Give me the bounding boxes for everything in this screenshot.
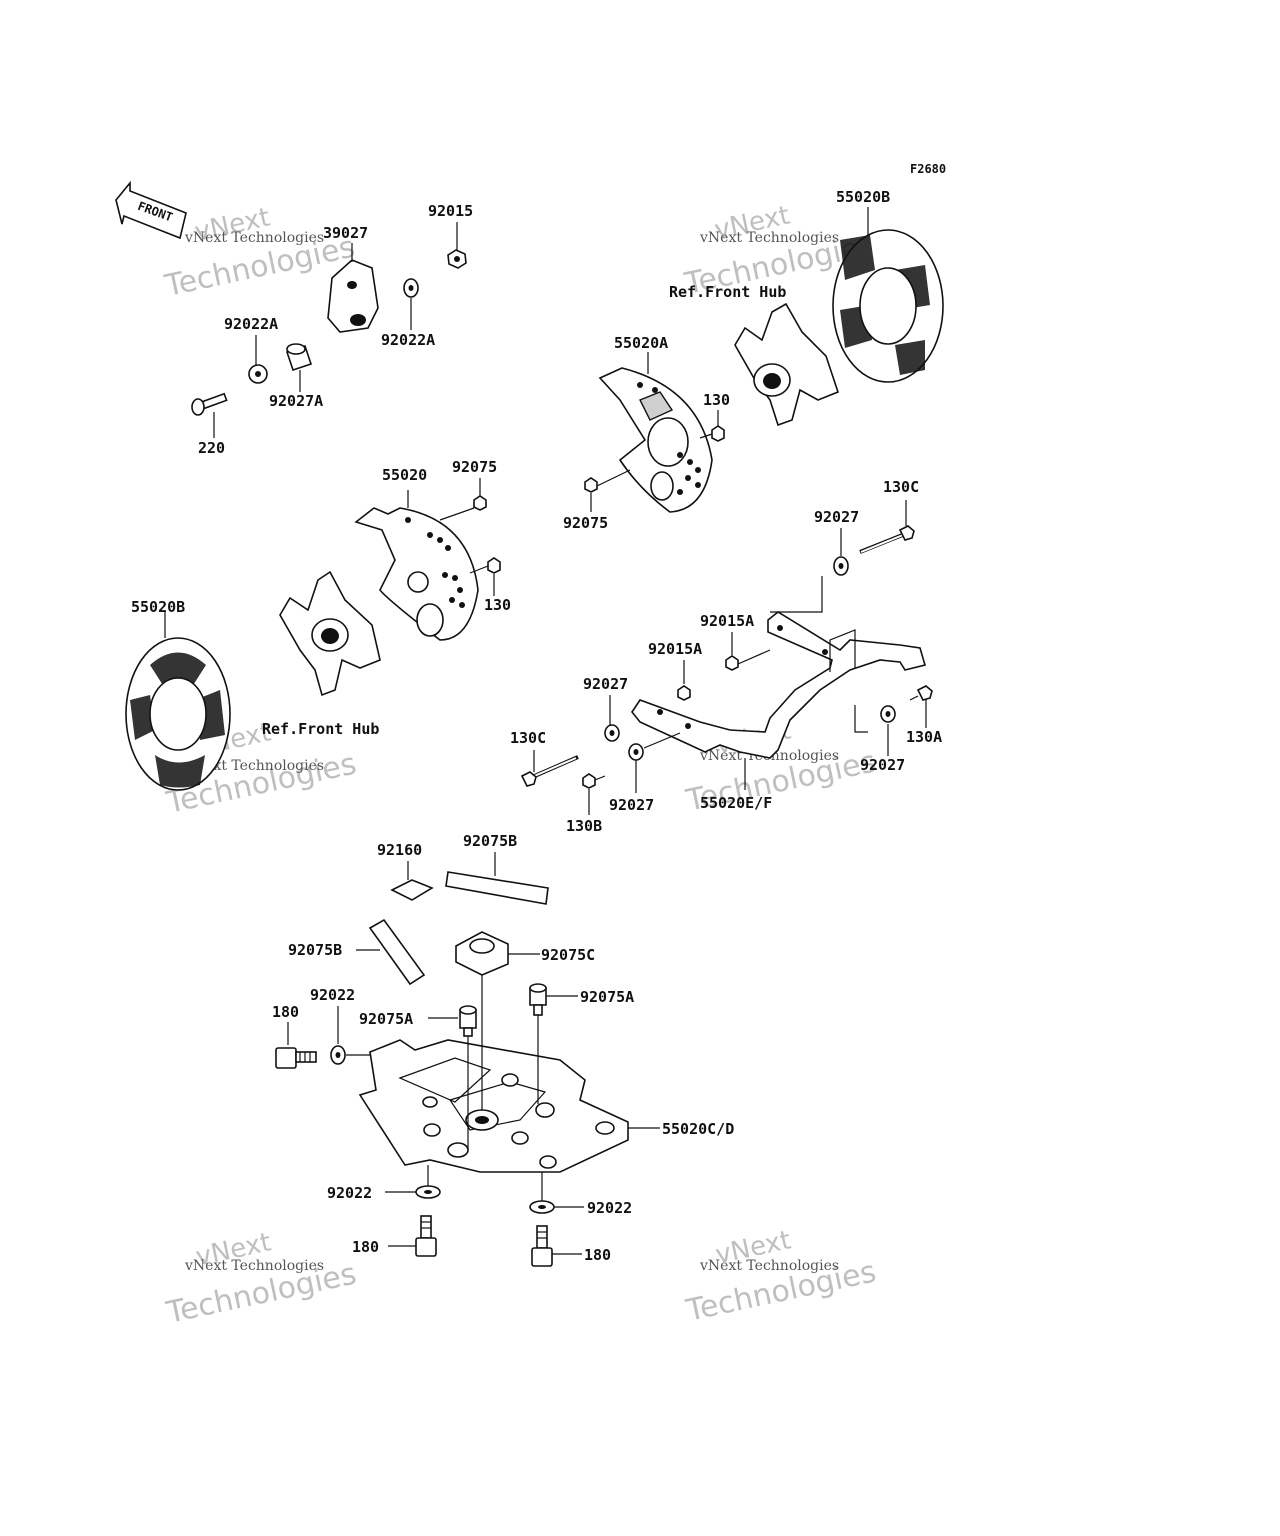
part-55020A-disc-guard [598,367,713,513]
label-55020A: 55020A [614,334,668,352]
watermark-caption: vNext Technologies [184,1258,324,1274]
watermark-caption: vNext Technologies [699,1258,839,1274]
label-130A: 130A [906,728,942,746]
label-92015A-2: 92015A [648,640,702,658]
part-92075B-strip-left [368,918,426,986]
part-92075C-block [455,931,509,976]
label-92027A: 92027A [269,392,323,410]
part-55020CD-skid-plate [358,1039,629,1173]
part-130-bolt-right [699,425,725,442]
part-92027-washer-right [880,705,896,723]
label-92075-right: 92075 [563,514,608,532]
label-130C-top: 130C [883,478,919,496]
part-92027-washer-top [833,556,849,576]
part-92075A-collar-left [459,1005,477,1037]
part-92027-washer-left [604,724,620,742]
part-92022A-washer-right [403,278,419,298]
label-ref-hub-right: Ref.Front Hub [669,283,786,301]
label-92075B-top: 92075B [463,832,517,850]
part-92075-nut-right [584,469,631,493]
part-39027-bracket [327,259,379,333]
part-220-screw [191,392,228,416]
part-92015-nut [447,249,467,269]
label-92027-right: 92027 [860,756,905,774]
label-92027-bottom: 92027 [609,796,654,814]
part-92027-washer-bottom [628,743,644,761]
part-55020-disc-guard [354,507,479,641]
figure-code: F2680 [910,162,946,176]
label-55020EF: 55020E/F [700,794,772,812]
label-180-top: 180 [272,1003,299,1021]
label-55020: 55020 [382,466,427,484]
part-92022-washer-bottom-left [415,1185,441,1199]
label-55020CD: 55020C/D [662,1120,734,1138]
label-220: 220 [198,439,225,457]
part-130C-bolt-top [859,525,915,554]
part-130B-bolt [582,773,606,789]
label-130C-left: 130C [510,729,546,747]
part-92075A-collar-right [529,983,547,1016]
part-92027A-collar [285,343,313,372]
label-92075-mid: 92075 [452,458,497,476]
part-55020EF-bumper [631,611,927,759]
label-92022A-left: 92022A [224,315,278,333]
watermark-caption: vNext Technologies [184,230,324,246]
label-92027-left: 92027 [583,675,628,693]
part-180-bolt-top [275,1047,317,1069]
part-92160-pad [390,879,434,901]
label-92015: 92015 [428,202,473,220]
part-92022-washer-top [330,1045,346,1065]
label-92075A-right: 92075A [580,988,634,1006]
part-92022A-washer-left [248,364,268,384]
part-92015A-nut-2 [677,685,691,701]
label-92075A-left: 92075A [359,1010,413,1028]
label-92022-br: 92022 [587,1199,632,1217]
label-130-right: 130 [703,391,730,409]
label-130B: 130B [566,817,602,835]
front-arrow-icon: FRONT [115,180,187,240]
label-92075B-left: 92075B [288,941,342,959]
part-130-bolt-mid [469,557,501,574]
part-55020B-rotor-left [125,637,231,791]
part-front-hub-left [279,570,381,697]
label-39027: 39027 [323,224,368,242]
watermark-caption: vNext Technologies [699,230,839,246]
label-92022A-right: 92022A [381,331,435,349]
label-180-bl: 180 [352,1238,379,1256]
part-180-bolt-bottom-left [415,1215,437,1257]
part-130A-bolt [909,685,933,701]
label-55020B-right: 55020B [836,188,890,206]
label-55020B-left: 55020B [131,598,185,616]
label-92075C: 92075C [541,946,595,964]
part-92075B-strip-top [445,871,549,905]
label-92015A-1: 92015A [700,612,754,630]
label-180-br: 180 [584,1246,611,1264]
part-130C-bolt-left [520,755,579,787]
part-180-bolt-bottom-right [531,1225,553,1267]
label-92027-top: 92027 [814,508,859,526]
part-92075-nut-mid [473,495,487,511]
label-92022-bl: 92022 [327,1184,372,1202]
part-92015A-nut-1 [725,649,771,671]
label-ref-hub-left: Ref.Front Hub [262,720,379,738]
part-55020B-rotor-right [832,229,944,383]
part-92022-washer-bottom-right [529,1200,555,1214]
label-92022-top: 92022 [310,986,355,1004]
part-front-hub-right [734,302,839,427]
label-92160: 92160 [377,841,422,859]
label-130-mid: 130 [484,596,511,614]
